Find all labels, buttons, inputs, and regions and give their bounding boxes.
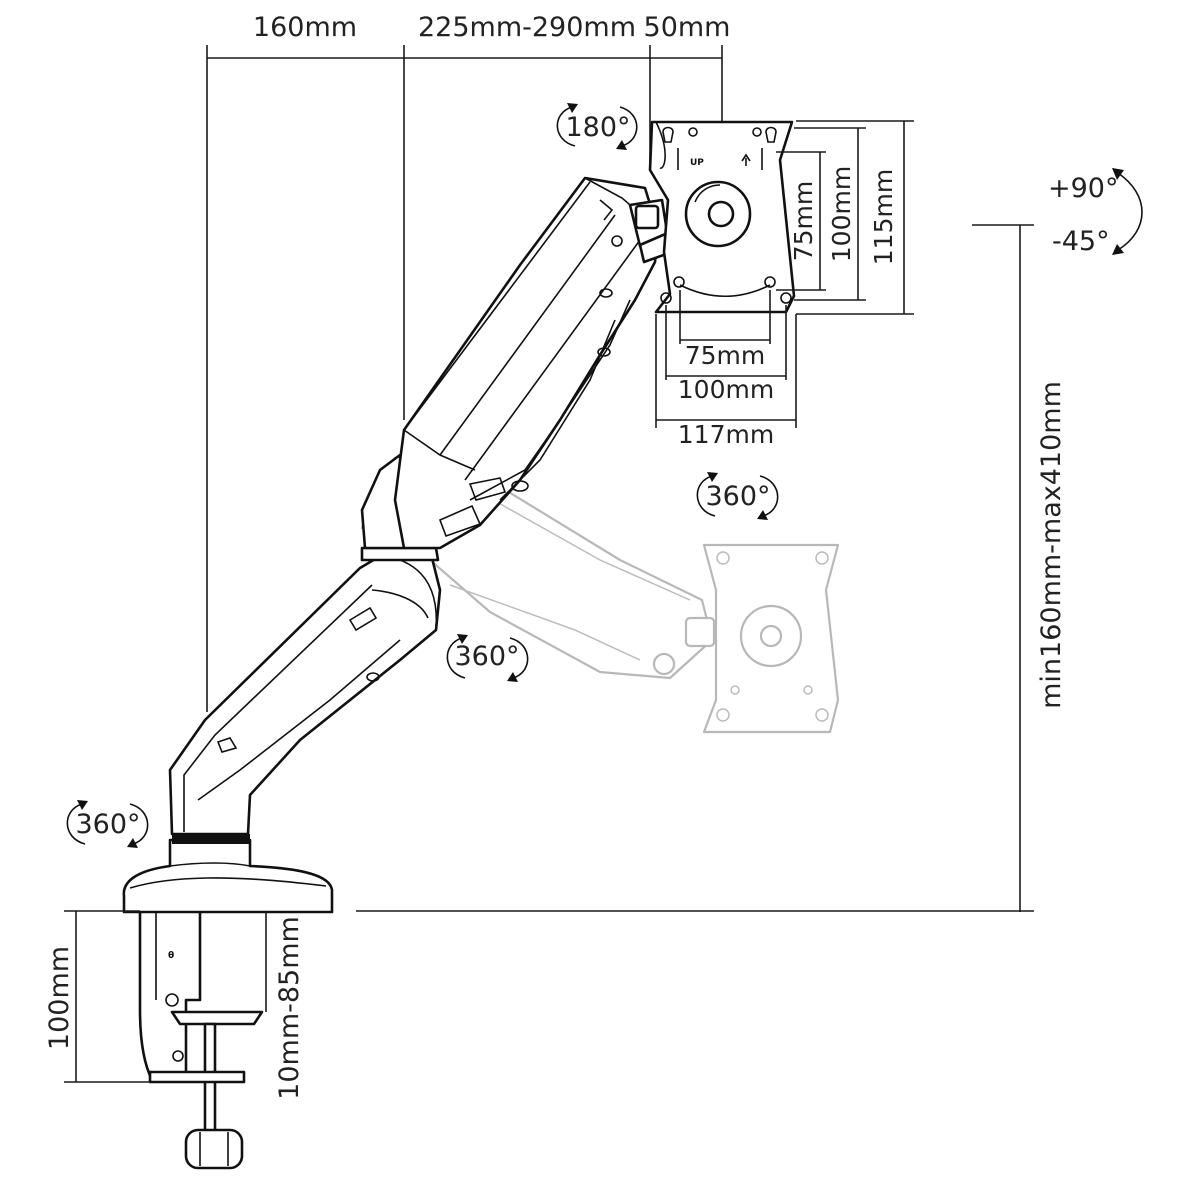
- keyhole-slot: [662, 126, 674, 143]
- tilt-indicator: +90° -45°: [1048, 168, 1143, 257]
- desk-clamp: θ: [138, 908, 264, 1170]
- tilt-arrow-down-icon: [1112, 244, 1124, 255]
- clamp-dimensions: 100mm 10mm-85mm: [44, 910, 305, 1100]
- dim-label-50: 50mm: [644, 12, 731, 43]
- plate-up-text: UP: [690, 158, 704, 168]
- vesa-hole-75: [673, 276, 685, 288]
- dim-label-100-h: 100mm: [678, 375, 774, 404]
- clamp-hole: [172, 1050, 184, 1062]
- base-collar: [172, 834, 250, 844]
- dim-label-clamp-height: 100mm: [44, 946, 75, 1050]
- rotate-arrow-icon: [616, 140, 627, 150]
- elbow-collar: [360, 546, 440, 562]
- rotation-badge-plate: 360°: [696, 472, 779, 520]
- dim-label-height-range: min160mm-max410mm: [1036, 381, 1067, 709]
- tilt-arrow-up-icon: [1112, 168, 1124, 180]
- dim-label-75-h: 75mm: [685, 341, 766, 370]
- tilt-down-label: -45°: [1052, 226, 1110, 257]
- rotation-label-joint: 360°: [454, 641, 519, 672]
- rotate-arrow-icon: [507, 672, 518, 682]
- vesa-plate: UP: [648, 120, 796, 314]
- tilt-arc-icon: [1117, 172, 1143, 251]
- clamp-knob: [184, 1128, 244, 1170]
- rotation-label-180: 180°: [565, 112, 630, 143]
- rotation-label-base: 360°: [75, 809, 140, 840]
- rotate-arrow-icon: [707, 472, 718, 482]
- ghost-knob: [652, 652, 676, 676]
- rotate-arrow-icon: [567, 103, 578, 113]
- rotate-arrow-icon: [77, 800, 88, 810]
- lower-arm-body: [168, 553, 442, 836]
- lower-arm: [168, 553, 442, 836]
- vesa-horizontal-dimensions: 75mm 100mm 117mm: [655, 290, 797, 449]
- clamp-hole: [165, 993, 179, 1007]
- svg-text:θ: θ: [168, 951, 174, 961]
- upper-arm: [393, 176, 661, 550]
- rotation-badge-joint: 360°: [446, 634, 529, 682]
- vesa-hole-100: [660, 292, 672, 304]
- height-dimension: min160mm-max410mm: [356, 224, 1067, 912]
- tilt-up-label: +90°: [1048, 173, 1118, 204]
- rotation-label-plate: 360°: [705, 481, 770, 512]
- upper-arm-body: [393, 176, 660, 550]
- rotate-arrow-icon: [127, 838, 138, 848]
- clamp-pad: [170, 1010, 264, 1026]
- tilt-knob: [634, 204, 660, 230]
- vesa-hole-100: [780, 292, 792, 304]
- dim-label-100-v: 100mm: [827, 166, 856, 262]
- dim-label-160: 160mm: [253, 12, 357, 43]
- top-dimensions: 160mm 225mm-290mm 50mm: [206, 12, 731, 712]
- base-plate: [122, 834, 334, 914]
- vesa-hole-75: [764, 276, 776, 288]
- base-body: [122, 838, 334, 914]
- clamp-bottom-bar: [148, 1070, 246, 1084]
- vesa-center-hole: [707, 200, 735, 228]
- up-arrow-icon: [741, 153, 751, 166]
- dim-label-75-v: 75mm: [789, 181, 818, 262]
- vesa-vertical-dimensions: 75mm 100mm 115mm: [776, 120, 914, 315]
- keyhole-slot: [765, 126, 777, 143]
- rotate-arrow-icon: [757, 510, 768, 520]
- rotation-badge-base: 360°: [66, 800, 149, 848]
- rotation-badge-head: 180°: [556, 103, 638, 150]
- dim-label-115: 115mm: [869, 169, 898, 265]
- dim-label-117: 117mm: [678, 420, 774, 449]
- dim-label-extension: 225mm-290mm: [418, 12, 636, 43]
- dim-label-desk-thickness: 10mm-85mm: [274, 916, 305, 1100]
- ghost-head-joint: [684, 616, 716, 648]
- rotate-arrow-icon: [457, 634, 468, 644]
- elbow-housing: [360, 453, 406, 550]
